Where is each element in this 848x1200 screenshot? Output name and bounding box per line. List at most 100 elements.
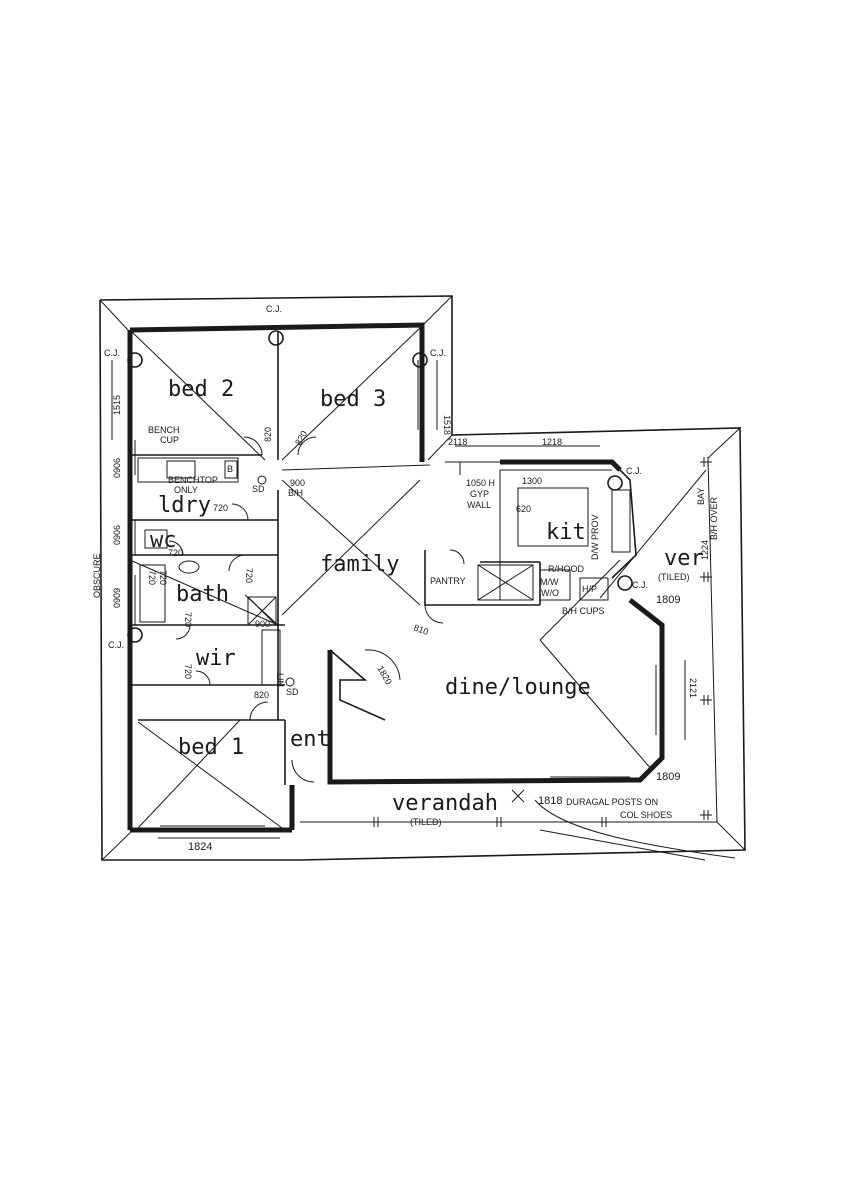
toilet: [144, 529, 168, 549]
dim-820: 820: [293, 429, 309, 447]
room-label-bath: bath: [176, 582, 229, 607]
note-mw: M/W: [540, 577, 559, 587]
note-rhood: R/HOOD: [548, 564, 585, 574]
laundry-bench: [137, 457, 239, 483]
note-cj: C.J.: [104, 348, 120, 358]
room-label-wc: wc: [150, 528, 177, 553]
note-bih-over: B/H OVER: [709, 496, 719, 540]
ceiling-diagonals: [129, 327, 707, 829]
dim-1218: 1218: [542, 437, 562, 447]
dim-820: 820: [254, 690, 269, 700]
door-swings: [168, 436, 465, 783]
leader-line: [534, 799, 736, 859]
dim-720: 720: [147, 570, 157, 585]
linen-press: [247, 596, 277, 626]
basin-icon: [178, 560, 200, 574]
dim-820: 820: [263, 427, 273, 442]
dim-1809: 1809: [656, 594, 680, 606]
room-label-ldry: ldry: [158, 493, 211, 518]
dim-1518: 1518: [442, 415, 452, 435]
dim-620: 620: [516, 504, 531, 514]
note-cj: C.J.: [632, 580, 648, 590]
room-label-family: family: [320, 552, 399, 577]
dimensions: 1515 1518 820 820 820 900 900 2118 1218 …: [112, 395, 710, 853]
dim-0906: 0906: [112, 525, 122, 545]
room-labels: bed 2 bed 3 ldry wc bath wir bed 1 famil…: [150, 377, 704, 816]
note-bench-cup: BENCH: [148, 425, 180, 435]
dim-1820: 1820: [375, 664, 394, 686]
note-tiled: (TILED): [658, 572, 690, 582]
note-lin: LIN: [275, 673, 285, 687]
dim-1809: 1809: [656, 771, 680, 783]
note-cj: C.J.: [626, 466, 642, 476]
note-pantry: PANTRY: [430, 576, 466, 586]
laundry-tub: [166, 460, 196, 479]
roof-outline: [99, 295, 746, 861]
note-sd: SD: [286, 687, 299, 697]
note-benchtop: ONLY: [174, 485, 198, 495]
cj-markers: [127, 330, 633, 687]
kitchen-island: [517, 487, 589, 547]
dim-0909: 0909: [112, 588, 122, 608]
note-hp: H/P: [582, 584, 597, 594]
note-tiled: (TILED): [410, 817, 442, 827]
note-cj: C.J.: [430, 348, 446, 358]
fridge-space: [477, 564, 534, 601]
note-bench-cup: CUP: [160, 435, 179, 445]
dim-1515: 1515: [112, 395, 122, 415]
note-bay: BAY: [696, 488, 706, 505]
post-markers: [370, 457, 712, 827]
dim-900: 900: [290, 478, 305, 488]
note-gyp-wall: 1050 H: [466, 478, 495, 488]
cj-marker-icon: [127, 352, 143, 368]
dimension-lines: [111, 360, 686, 839]
note-obscure: OBSCURE: [92, 553, 102, 598]
note-bih: B/H: [288, 488, 303, 498]
smoke-detector-icon: [257, 475, 267, 485]
room-label-ent: ent: [290, 727, 330, 752]
room-label-ver: ver: [664, 546, 704, 571]
note-sd: SD: [252, 484, 265, 494]
cj-marker-icon: [127, 627, 143, 643]
oven-space: [539, 569, 571, 601]
room-label-verandah: verandah: [392, 791, 498, 816]
cj-marker-icon: [607, 475, 623, 491]
windows: [134, 360, 657, 827]
fixtures: [137, 457, 637, 686]
note-cj: C.J.: [108, 640, 124, 650]
cj-marker-icon: [412, 352, 428, 368]
dim-720: 720: [183, 664, 193, 679]
dim-900: 900: [255, 619, 270, 629]
dim-720: 720: [158, 570, 168, 585]
dim-720: 720: [213, 503, 228, 513]
dim-1224: 1224: [700, 540, 710, 560]
dim-0906: 0906: [112, 458, 122, 478]
dim-1300: 1300: [522, 476, 542, 486]
note-cj: C.J.: [266, 304, 282, 314]
note-wo: W/O: [541, 588, 559, 598]
room-label-kit: kit: [546, 520, 586, 545]
dim-720: 720: [244, 568, 254, 583]
dim-810: 810: [412, 622, 430, 637]
note-gyp-wall: GYP: [470, 489, 489, 499]
note-col-shoes: COL SHOES: [620, 810, 672, 820]
room-label-bed3: bed 3: [320, 387, 386, 412]
dim-720: 720: [183, 612, 193, 627]
room-label-wir: wir: [196, 646, 236, 671]
room-label-dine-lounge: dine/lounge: [445, 675, 591, 700]
dim-1818: 1818: [538, 795, 562, 807]
dim-2118: 2118: [448, 437, 467, 447]
smoke-detector-icon: [285, 677, 295, 687]
cj-marker-icon: [617, 575, 633, 591]
annotations: C.J. C.J. C.J. C.J. C.J. C.J. BENCH CUP …: [92, 304, 719, 827]
note-dw-prov: D/W PROV: [590, 514, 600, 560]
dim-720: 720: [168, 548, 183, 558]
dim-1824: 1824: [188, 841, 212, 853]
room-label-bed2: bed 2: [168, 377, 234, 402]
shower-recess: [139, 564, 166, 623]
note-b: B: [227, 464, 233, 474]
note-gyp-wall: WALL: [467, 500, 491, 510]
room-label-bed1: bed 1: [178, 735, 244, 760]
note-benchtop: BENCHTOP: [168, 475, 218, 485]
